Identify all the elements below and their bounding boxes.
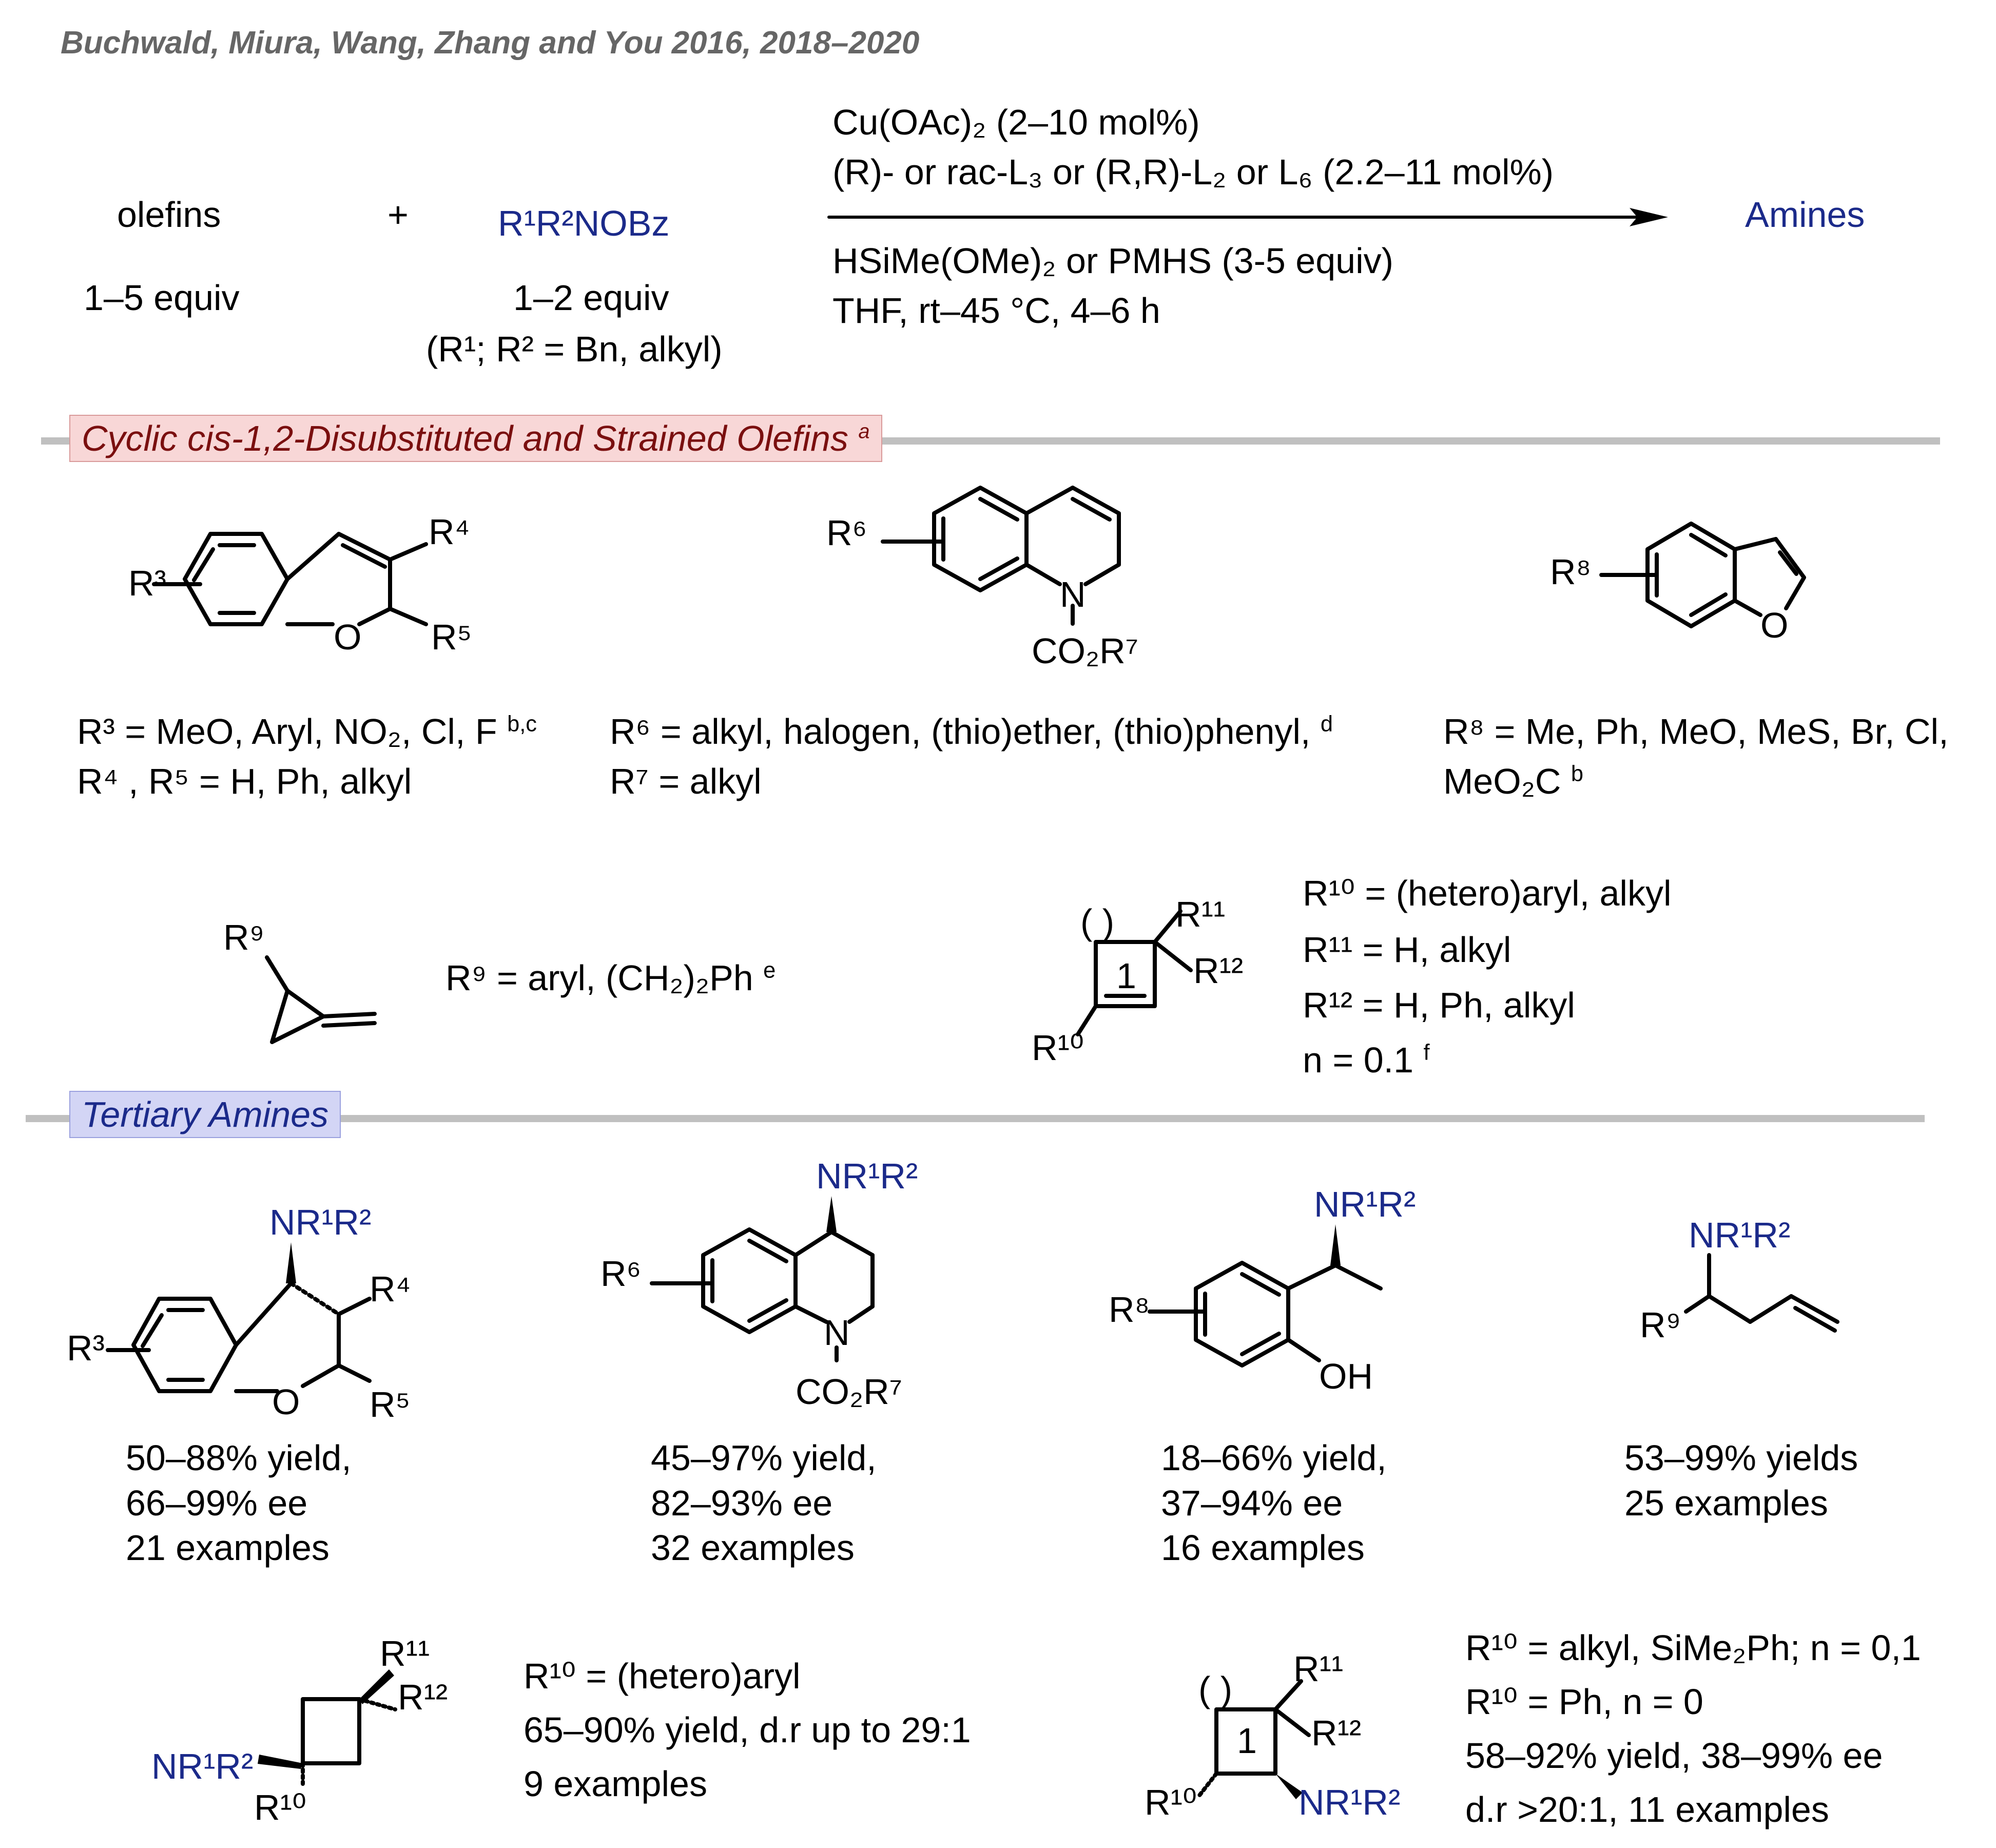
- chromene-structure: O R³ R⁴ R⁵: [128, 512, 472, 657]
- label-R5: R⁵: [431, 617, 472, 657]
- plus-sign: +: [387, 195, 409, 235]
- chroman-yield: 50–88% yield,: [126, 1438, 352, 1478]
- label-R6: R⁶: [826, 513, 867, 553]
- chromene-note-1: R³ = MeO, Aryl, NO₂, Cl, F b,c: [77, 711, 537, 752]
- label-R11: R¹¹: [380, 1633, 430, 1673]
- cyclobutene-line-2: R¹¹ = H, alkyl: [1303, 930, 1511, 970]
- reaction-arrow: [827, 208, 1668, 226]
- tetrahydroquinoline-amine-structure: NR¹R² N CO₂R⁷ R⁶: [600, 1156, 918, 1412]
- label-CO2R7: CO₂R⁷: [1032, 631, 1138, 671]
- label-NR1R2: NR¹R²: [1299, 1782, 1400, 1822]
- homoallyl-yield: 53–99% yields: [1624, 1438, 1858, 1478]
- atom-O: O: [1760, 605, 1788, 645]
- atom-O: O: [334, 617, 361, 657]
- label-NR1R2: NR¹R²: [816, 1156, 918, 1196]
- cyclobutylamine-structure: R¹¹ R¹² NR¹R² R¹⁰: [151, 1633, 448, 1827]
- cycloalkane-line-4: d.r >20:1, 11 examples: [1465, 1789, 1829, 1830]
- citation-header: Buchwald, Miura, Wang, Zhang and You 201…: [61, 25, 920, 61]
- ring-size-bracket: ( ): [1198, 1669, 1232, 1709]
- cycloalkane-line-2: R¹⁰ = Ph, n = 0: [1465, 1682, 1703, 1722]
- label-R4: R⁴: [370, 1269, 411, 1309]
- label-R10: R¹⁰: [1145, 1782, 1197, 1822]
- label-R3: R³: [128, 563, 166, 603]
- reactant-olefins: olefins: [117, 195, 221, 235]
- label-R10: R¹⁰: [1032, 1028, 1084, 1068]
- atom-N: N: [824, 1313, 850, 1353]
- cyclobutene-line-4: n = 0.1 f: [1303, 1040, 1430, 1080]
- cycloalkylamine-structure: ( ) 1 R¹¹ R¹² R¹⁰ NR¹R²: [1145, 1649, 1400, 1822]
- section-title-olefins: Cyclic cis-1,2-Disubstituted and Straine…: [69, 415, 882, 462]
- ring-size-index: 1: [1237, 1721, 1257, 1761]
- phenol-examples: 16 examples: [1161, 1528, 1365, 1568]
- label-R5: R⁵: [370, 1384, 411, 1424]
- label-CO2R7: CO₂R⁷: [796, 1372, 902, 1412]
- quinoline-note-1: R⁶ = alkyl, halogen, (thio)ether, (thio)…: [610, 711, 1333, 752]
- benzofuran-note-2: MeO₂C b: [1443, 761, 1584, 801]
- label-R8: R⁸: [1550, 552, 1591, 592]
- condition-silane: HSiMe(OMe)₂ or PMHS (3-5 equiv): [832, 241, 1393, 281]
- reactant-olefins-equiv: 1–5 equiv: [84, 278, 240, 318]
- label-NR1R2: NR¹R²: [269, 1202, 371, 1242]
- label-NR1R2: NR¹R²: [1689, 1215, 1790, 1255]
- phenol-yield: 18–66% yield,: [1161, 1438, 1387, 1478]
- condition-ligand: (R)- or rac-L₃ or (R,R)-L₂ or L₆ (2.2–11…: [832, 152, 1554, 192]
- label-R12: R¹²: [398, 1677, 448, 1717]
- reactant-amine-equiv: 1–2 equiv: [513, 278, 669, 318]
- reactant-amine: R¹R²NOBz: [498, 203, 670, 243]
- cyclobutene-line-3: R¹² = H, Ph, alkyl: [1303, 985, 1575, 1025]
- cyclopropene-note: R⁹ = aryl, (CH₂)₂Ph e: [445, 958, 776, 998]
- cyclobutane-line-2: 65–90% yield, d.r up to 29:1: [524, 1710, 971, 1750]
- thq-yield: 45–97% yield,: [651, 1438, 877, 1478]
- label-R10: R¹⁰: [254, 1787, 306, 1827]
- quinoline-note-2: R⁷ = alkyl: [610, 761, 762, 801]
- cycloalkane-line-1: R¹⁰ = alkyl, SiMe₂Ph; n = 0,1: [1465, 1628, 1921, 1668]
- cyclobutene-structure: ( ) 1 R¹¹ R¹² R¹⁰: [1032, 894, 1243, 1068]
- cyclobutane-line-3: 9 examples: [524, 1764, 707, 1804]
- condition-solvent: THF, rt–45 °C, 4–6 h: [832, 291, 1160, 331]
- benzofuran-structure: O R⁸: [1550, 522, 1806, 645]
- section-divider-2: [26, 1115, 1925, 1122]
- cyclobutene-line-1: R¹⁰ = (hetero)aryl, alkyl: [1303, 873, 1672, 913]
- label-R4: R⁴: [429, 512, 470, 552]
- label-NR1R2: NR¹R²: [1314, 1184, 1416, 1224]
- cycloalkane-line-3: 58–92% yield, 38–99% ee: [1465, 1736, 1883, 1776]
- label-R8: R⁸: [1109, 1289, 1150, 1330]
- atom-N: N: [1060, 574, 1086, 614]
- label-R3: R³: [67, 1328, 105, 1368]
- benzofuran-note-1: R⁸ = Me, Ph, MeO, MeS, Br, Cl,: [1443, 711, 1949, 752]
- phenol-amine-structure: NR¹R² OH R⁸: [1109, 1184, 1416, 1396]
- homoallylic-amine-structure: NR¹R² R⁹: [1640, 1215, 1839, 1345]
- methylenecyclopropane-structure: R⁹: [223, 917, 377, 1044]
- label-R9: R⁹: [223, 917, 265, 957]
- cyclobutane-line-1: R¹⁰ = (hetero)aryl: [524, 1656, 801, 1696]
- thq-ee: 82–93% ee: [651, 1483, 833, 1523]
- label-R11: R¹¹: [1293, 1649, 1343, 1689]
- phenol-ee: 37–94% ee: [1161, 1483, 1343, 1523]
- label-R12: R¹²: [1311, 1713, 1361, 1753]
- product-amines: Amines: [1745, 195, 1865, 235]
- label-R9: R⁹: [1640, 1305, 1681, 1345]
- reactant-amine-note: (R¹; R² = Bn, alkyl): [426, 329, 723, 369]
- atom-OH: OH: [1319, 1356, 1373, 1396]
- chromene-note-2: R⁴ , R⁵ = H, Ph, alkyl: [77, 761, 412, 801]
- dihydroquinoline-structure: N CO₂R⁷ R⁶: [826, 486, 1138, 671]
- section-title-text: Cyclic cis-1,2-Disubstituted and Straine…: [82, 418, 848, 458]
- chroman-amine-structure: NR¹R² O R³ R⁴ R⁵: [67, 1202, 411, 1424]
- ring-size-bracket: ( ): [1080, 902, 1114, 942]
- chroman-examples: 21 examples: [126, 1528, 330, 1568]
- label-R6: R⁶: [600, 1254, 641, 1294]
- label-NR1R2: NR¹R²: [151, 1746, 253, 1786]
- homoallyl-examples: 25 examples: [1624, 1483, 1828, 1523]
- condition-catalyst: Cu(OAc)₂ (2–10 mol%): [832, 102, 1200, 142]
- label-R11: R¹¹: [1175, 894, 1225, 934]
- thq-examples: 32 examples: [651, 1528, 855, 1568]
- atom-O: O: [272, 1382, 300, 1422]
- label-R12: R¹²: [1193, 951, 1243, 991]
- ring-size-index: 1: [1116, 956, 1136, 996]
- chroman-ee: 66–99% ee: [126, 1483, 308, 1523]
- section-footnote: a: [858, 420, 870, 443]
- section-title-tertiary-amines: Tertiary Amines: [69, 1091, 341, 1138]
